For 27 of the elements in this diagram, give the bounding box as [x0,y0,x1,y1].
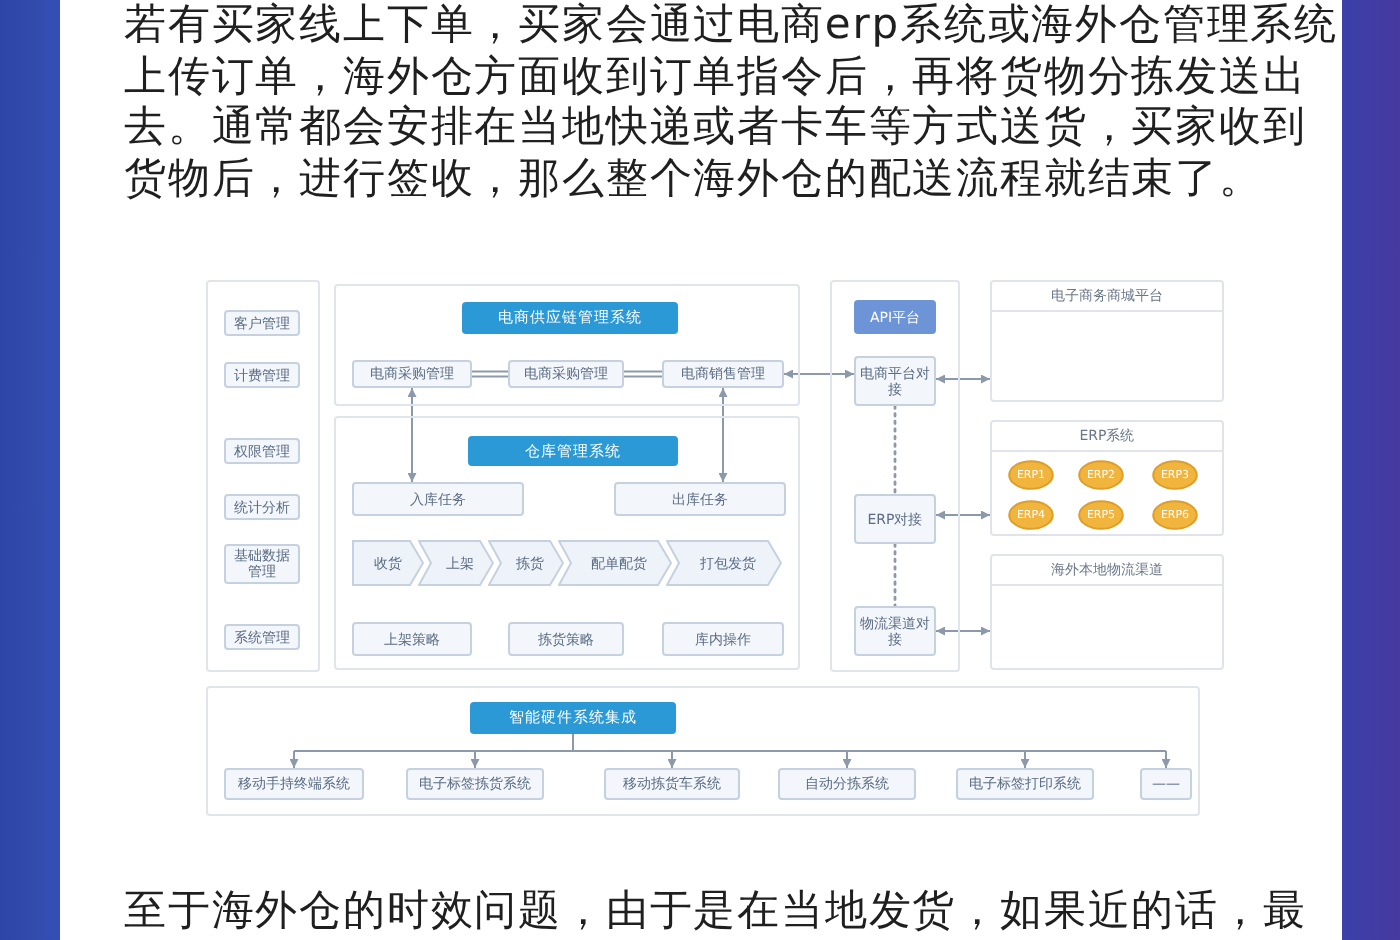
panel [990,554,1224,670]
arrow [470,750,480,769]
panel [990,280,1224,402]
panel [990,420,1224,536]
arrow [718,387,728,483]
arrow [289,750,299,769]
arrow [667,750,677,769]
arrow [935,374,991,384]
double-line [623,370,663,378]
panel [334,284,800,406]
arrow [783,369,855,379]
panel [334,416,800,670]
paragraph: 至于海外仓的时效问题，由于是在当地发货，如果近的话，最 [124,886,1309,937]
paragraph: 若有买家线上下单，买家会通过电商erp系统或海外仓管理系统上传订单，海外仓方面收到订单指令后，再将货物分拣发送出去。通常都会安排在当地快递或者卡车等方式送货，买家收到货物后，进行签收，那么整个海外仓的配送流程就结束了。 [124,0,1340,204]
dotted-line [893,542,897,608]
connector-line [293,733,1167,752]
arrow [935,626,991,636]
arrow [1161,750,1171,769]
dotted-line [893,404,897,496]
arrow [842,750,852,769]
panel [830,280,960,672]
arrow [935,510,991,520]
arrow [1020,750,1030,769]
arrow [407,387,417,483]
panel [206,280,320,672]
double-line [471,370,509,378]
panel [206,686,1200,816]
